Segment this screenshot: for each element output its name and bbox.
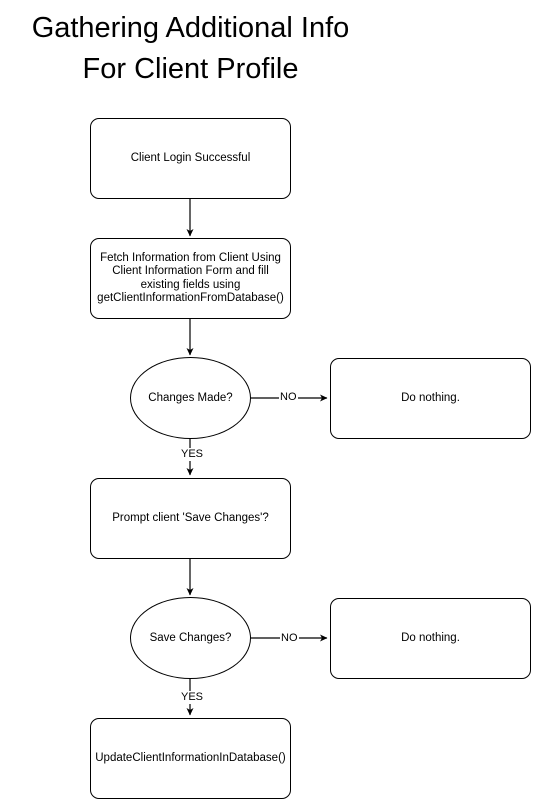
diagram-title: Gathering Additional Info For Client Pro… bbox=[0, 8, 381, 90]
node-client-login: Client Login Successful bbox=[90, 118, 291, 199]
edge-label-yes-2: YES bbox=[180, 691, 205, 704]
node-fetch-information-label: Fetch Information from Client Using Clie… bbox=[97, 251, 284, 305]
decision-changes-made: Changes Made? bbox=[130, 357, 251, 439]
node-prompt-save: Prompt client 'Save Changes'? bbox=[90, 478, 291, 559]
node-client-login-label: Client Login Successful bbox=[130, 151, 251, 164]
edge-label-no-1: NO bbox=[279, 391, 298, 404]
title-line-1: Gathering Additional Info bbox=[31, 12, 350, 44]
decision-save-changes-label: Save Changes? bbox=[149, 632, 232, 644]
title-line-2: For Client Profile bbox=[82, 53, 299, 85]
node-do-nothing-1: Do nothing. bbox=[330, 358, 531, 439]
decision-save-changes: Save Changes? bbox=[130, 597, 251, 679]
node-prompt-save-label: Prompt client 'Save Changes'? bbox=[112, 511, 269, 524]
edge-label-no-2: NO bbox=[280, 632, 299, 645]
edge-label-yes-1: YES bbox=[180, 448, 205, 461]
node-fetch-information: Fetch Information from Client Using Clie… bbox=[90, 238, 291, 319]
node-do-nothing-1-label: Do nothing. bbox=[401, 391, 460, 404]
node-update-client-information: UpdateClientInformationInDatabase() bbox=[90, 718, 291, 799]
node-do-nothing-2-label: Do nothing. bbox=[401, 631, 460, 644]
node-update-client-information-label: UpdateClientInformationInDatabase() bbox=[95, 751, 286, 764]
node-do-nothing-2: Do nothing. bbox=[330, 598, 531, 679]
decision-changes-made-label: Changes Made? bbox=[148, 392, 233, 404]
